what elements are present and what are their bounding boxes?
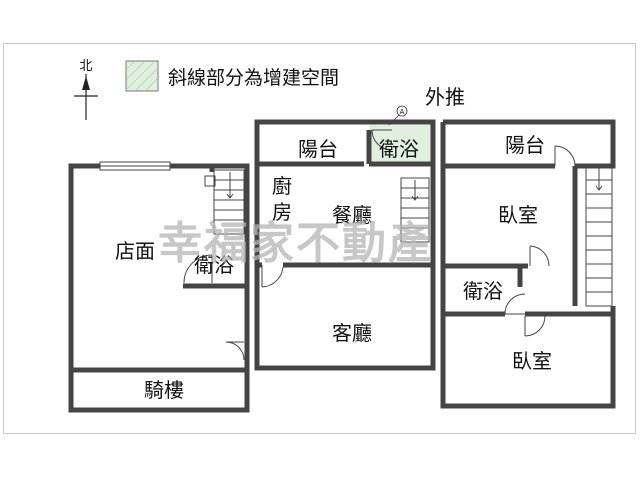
left-window — [99, 161, 171, 171]
left-unit-walls — [68, 163, 250, 413]
north-arrow-icon — [74, 74, 98, 120]
room-label-kitchen-1: 廚 — [272, 174, 292, 198]
left-bathroom-door — [183, 254, 213, 284]
room-label-right-bedroom-upper: 臥室 — [498, 203, 538, 227]
room-label-middle-bathroom: 衛浴 — [379, 137, 419, 161]
legend-swatch — [125, 60, 159, 92]
annotation-marker-label: A — [400, 108, 405, 116]
left-stairs — [204, 169, 245, 235]
right-balcony-door — [554, 145, 576, 167]
room-label-kitchen-2: 房 — [272, 200, 292, 224]
legend-text: 斜線部分為增建空間 — [168, 67, 339, 89]
middle-bathroom-door — [371, 129, 393, 151]
legend-hatch — [125, 60, 159, 92]
room-label-left-bathroom: 衛浴 — [194, 253, 234, 277]
annotation-text: 外推 — [425, 85, 465, 109]
right-bathroom-door — [504, 293, 526, 315]
room-label-storefront: 店面 — [115, 239, 155, 263]
watermark: 幸福家不動產 — [158, 218, 434, 269]
room-label-living: 客廳 — [332, 321, 372, 345]
compass-label: 北 — [79, 59, 92, 74]
middle-stairs — [400, 177, 430, 243]
left-arcade-door — [225, 341, 245, 361]
room-label-arcade: 騎樓 — [144, 378, 184, 402]
annotation-marker-icon — [396, 105, 408, 117]
room-label-right-balcony: 陽台 — [505, 133, 545, 157]
right-bedroom-door — [529, 245, 550, 267]
middle-kitchen-door — [261, 265, 284, 288]
room-label-right-bedroom-lower: 臥室 — [512, 349, 552, 373]
right-lower-bedroom-door — [524, 315, 546, 337]
right-stairs — [585, 165, 613, 307]
room-label-dining: 餐廳 — [332, 203, 372, 227]
addition-area — [369, 125, 432, 164]
room-label-right-bathroom: 衛浴 — [463, 279, 503, 303]
room-label-middle-balcony: 陽台 — [298, 137, 338, 161]
drawing-frame — [3, 43, 636, 434]
